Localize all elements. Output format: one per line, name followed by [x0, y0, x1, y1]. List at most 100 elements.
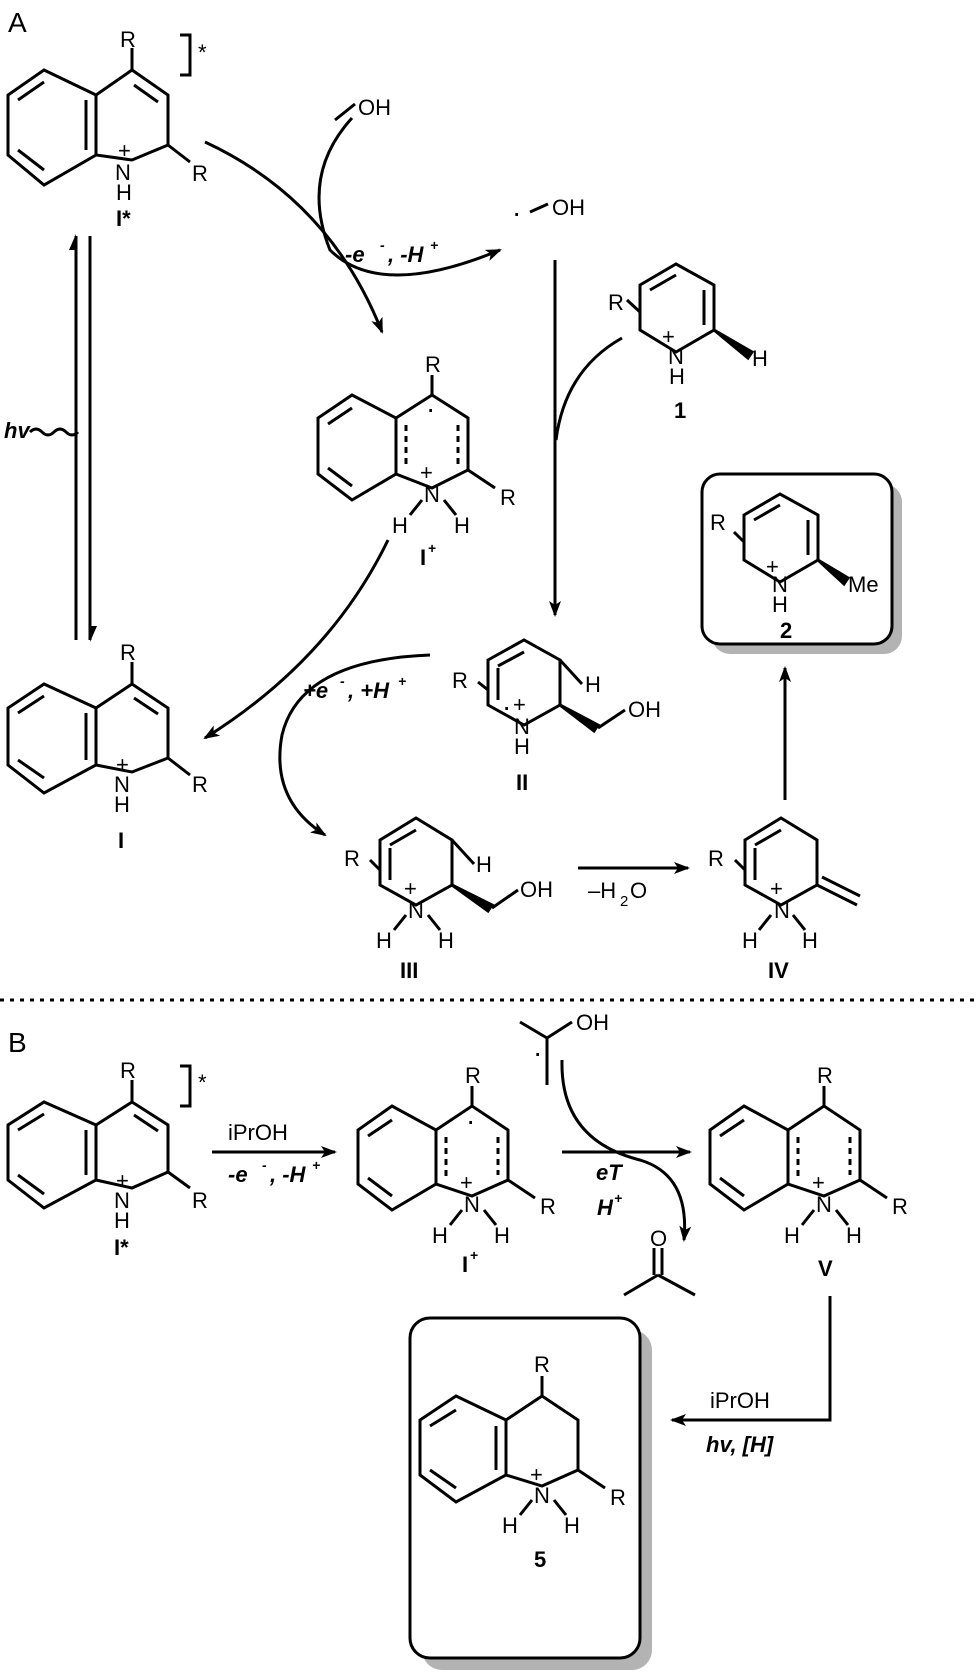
compound-label-1: 1 — [674, 398, 686, 423]
sup: + — [428, 540, 436, 556]
hydroxymethyl-label: OH — [358, 95, 391, 120]
oxidation-label: -e — [345, 242, 365, 267]
quinolinium-I — [6, 662, 191, 795]
charge-plus: + — [116, 752, 129, 777]
electron-transfer-label: eT — [596, 1160, 623, 1185]
atom-label: R — [120, 27, 136, 52]
quinolinium-radical-I-plus-b — [356, 1086, 536, 1226]
excited-star: * — [198, 1070, 207, 1095]
compound-label-I-plus: I — [420, 545, 426, 570]
atom-label: H — [392, 513, 408, 538]
electron-transfer-arrow — [560, 1059, 692, 1242]
charge-plus: + — [116, 1168, 129, 1193]
atom-label: H — [846, 1223, 862, 1248]
dehydration-label-O: O — [630, 878, 647, 903]
atom-label: N — [774, 898, 790, 923]
quinolinium-I-star — [6, 33, 192, 187]
atom-label: H — [564, 1513, 580, 1538]
quinolinium-I-star-b — [6, 1064, 192, 1210]
atom-label: H — [376, 928, 392, 953]
compound-label-V: V — [818, 1256, 833, 1281]
reduction-arrow-b — [670, 1296, 832, 1426]
oxygen-label: O — [650, 1226, 667, 1251]
oxidation-arrow — [204, 102, 502, 334]
atom-label: N — [114, 772, 130, 797]
methylene-dihydropyridinium-IV — [733, 816, 861, 931]
charge-plus: + — [662, 324, 675, 349]
charge-plus: + — [812, 1170, 825, 1195]
reduction-arrows — [203, 539, 431, 837]
atom-label: H — [742, 928, 758, 953]
dehydration-label: –H — [588, 878, 616, 903]
panel-label-b: B — [8, 1027, 27, 1058]
atom-label: H — [784, 1223, 800, 1248]
atom-label: R — [192, 161, 208, 186]
radical-dot: · — [512, 197, 521, 228]
oxidation-label-b: -e — [228, 1162, 248, 1187]
charge-plus: + — [766, 554, 779, 579]
quinolinium-radical-V — [708, 1086, 888, 1226]
sup: + — [614, 1190, 622, 1206]
radical-dot: · — [426, 393, 435, 424]
quinolinium-radical-I-plus — [316, 375, 496, 516]
atom-label: N — [816, 1192, 832, 1217]
atom-label: R — [892, 1194, 908, 1219]
atom-label: R — [540, 1194, 556, 1219]
sup: + — [312, 1157, 320, 1173]
oxidation-label-tail-b: , -H — [269, 1162, 307, 1187]
atom-label: R — [192, 772, 208, 797]
compound-label-I-star: I* — [116, 206, 131, 231]
sup: - — [340, 673, 345, 689]
subscript: 2 — [620, 893, 628, 910]
dihydropyridinium-III — [368, 816, 519, 931]
atom-label: H — [432, 1223, 448, 1248]
atom-label: N — [408, 898, 424, 923]
oxidation-label-tail: , -H — [387, 242, 425, 267]
hydroxyl-label: OH — [576, 1010, 609, 1035]
atom-label: H — [752, 346, 768, 371]
reagent-iprOH-b: iPrOH — [710, 1388, 770, 1413]
radical-dot: · — [502, 691, 511, 722]
light-label: hv — [4, 418, 31, 443]
panel-label-a: A — [8, 7, 27, 38]
atom-label: R — [708, 846, 724, 871]
atom-label: H — [514, 734, 530, 759]
atom-label: N — [464, 1192, 480, 1217]
atom-label: R — [817, 1063, 833, 1088]
sup: - — [380, 237, 385, 253]
charge-plus: + — [420, 460, 433, 485]
charge-plus: + — [404, 876, 417, 901]
atom-label: H — [494, 1223, 510, 1248]
reagent-iprOH: iPrOH — [228, 1120, 288, 1145]
methylpyridinium-2 — [732, 492, 851, 587]
compound-label-5: 5 — [534, 1547, 546, 1572]
atom-label: R — [610, 1485, 626, 1510]
product-2-box — [700, 472, 894, 646]
atom-label: H — [502, 1513, 518, 1538]
atom-label: R — [120, 640, 136, 665]
aminyl-radical-II — [477, 638, 626, 734]
atom-label: H — [454, 513, 470, 538]
sup: + — [470, 1247, 478, 1263]
acetone — [623, 1248, 696, 1297]
proton-label: H — [597, 1195, 614, 1220]
compound-label-I-plus-b: I — [462, 1252, 468, 1277]
atom-label: R — [608, 290, 624, 315]
atom-label: R — [192, 1188, 208, 1213]
atom-label: H — [585, 672, 601, 697]
atom-label: N — [514, 714, 530, 739]
tetrahydroquinolinium-5 — [418, 1376, 606, 1516]
sup: + — [398, 673, 406, 689]
atom-label: N — [115, 160, 131, 185]
compound-label-I-star-b: I* — [114, 1235, 129, 1260]
atom-label: R — [534, 1352, 550, 1377]
atom-label: H — [772, 592, 788, 617]
atom-label: H — [114, 792, 130, 817]
atom-label: H — [802, 928, 818, 953]
sup: - — [262, 1157, 267, 1173]
hydroxyl-label: OH — [520, 877, 553, 902]
reduction-label-tail: , +H — [347, 678, 390, 703]
atom-label: R — [465, 1063, 481, 1088]
atom-label: N — [668, 344, 684, 369]
